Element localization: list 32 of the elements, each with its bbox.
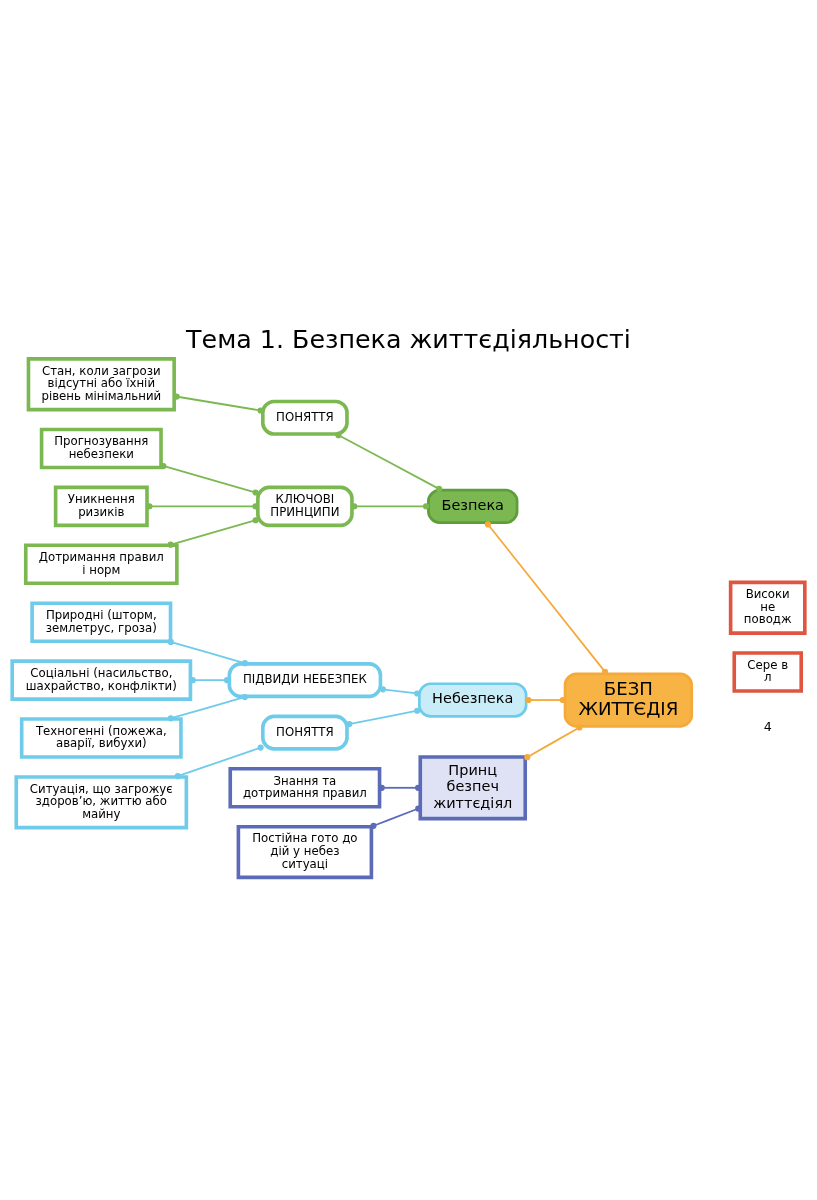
connector	[189, 676, 231, 683]
node-box: Сере в л	[732, 650, 803, 693]
node-box: Високи не поводж	[728, 580, 807, 635]
diagram-title: Тема 1. Безпека життєдіяльності	[186, 323, 631, 354]
connector	[167, 638, 248, 666]
node-box: Уникнення ризиків	[53, 485, 149, 527]
node-box: Небезпека	[418, 681, 528, 718]
node-box: Прогнозування небезпеки	[39, 427, 163, 469]
connector	[335, 431, 443, 492]
connector	[525, 696, 566, 703]
connector	[173, 393, 264, 414]
node-box: Соціальні (насильство, шахрайство, конфлікти)	[10, 658, 193, 701]
node-box: Постійна гото до дій у небез ситуаці	[236, 824, 374, 879]
node-box: Стан, коли загрози відсутні або їхній рівень мінімальний	[26, 356, 176, 411]
node-box: КЛЮЧОВІ ПРИНЦИПИ	[256, 485, 354, 527]
node-box: ПОНЯТТЯ	[261, 714, 349, 751]
node-box: Безпека	[427, 488, 519, 524]
connector	[351, 502, 430, 509]
connector	[484, 520, 609, 675]
node-box: Принц безпеч життєдіял	[418, 754, 528, 820]
connector	[167, 693, 248, 721]
connector	[174, 744, 264, 779]
connector	[378, 784, 422, 791]
connector	[167, 516, 259, 548]
connector	[524, 723, 583, 760]
connector	[346, 707, 421, 727]
node-box: Знання та дотримання правил	[228, 766, 382, 809]
connector	[379, 685, 421, 697]
connector	[146, 502, 259, 509]
connector	[370, 805, 422, 829]
label: 4	[763, 718, 772, 734]
connector	[160, 462, 259, 496]
